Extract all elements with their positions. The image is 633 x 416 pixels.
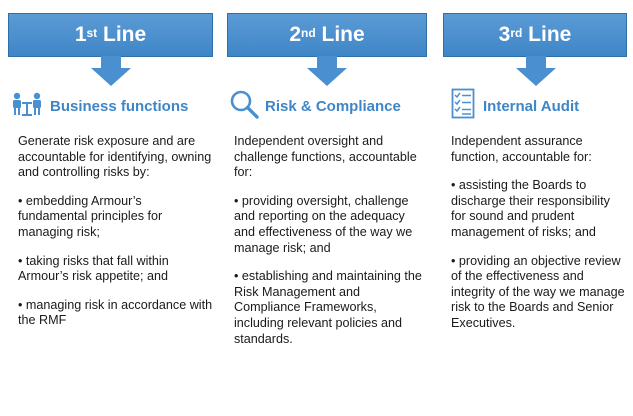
- second-line-bullet: • providing oversight, challenge and rep…: [234, 193, 413, 255]
- banner-word: Line: [97, 23, 147, 46]
- banner-ordinal-suffix: st: [86, 26, 98, 40]
- second-line-intro: Independent oversight and challenge func…: [234, 134, 417, 180]
- second-line-bullet: • establishing and maintaining the Risk …: [234, 269, 422, 346]
- down-arrow-icon: [91, 56, 131, 86]
- first-line-description: Generate risk exposure and are accountab…: [18, 134, 213, 342]
- second-line-description: Independent oversight and challenge func…: [234, 134, 427, 360]
- third-line-heading-label: Internal Audit: [483, 97, 580, 115]
- third-line-banner: 3rd Line: [443, 13, 627, 57]
- second-line-heading: Risk & Compliance: [229, 89, 401, 123]
- banner-ordinal-suffix: rd: [510, 26, 523, 40]
- column-first-line: 1st Line Business f: [8, 0, 213, 416]
- checklist-icon: [451, 88, 477, 125]
- first-line-bullet: • managing risk in accordance with the R…: [18, 297, 213, 328]
- column-third-line: 3rd Line Internal Audit Independent: [443, 0, 627, 416]
- first-line-heading: Business functions: [10, 89, 188, 123]
- first-line-bullet: • taking risks that fall within Armour’s…: [18, 253, 169, 284]
- magnifier-icon: [229, 89, 259, 124]
- second-line-banner: 2nd Line: [227, 13, 427, 57]
- first-line-intro: Generate risk exposure and are accountab…: [18, 134, 212, 180]
- down-arrow-icon: [516, 56, 556, 86]
- third-line-bullet: • assisting the Boards to discharge thei…: [451, 178, 610, 239]
- banner-ordinal: 1: [74, 23, 87, 46]
- people-at-desk-icon: [10, 91, 44, 122]
- column-second-line: 2nd Line Risk & Compliance Independent o…: [227, 0, 427, 416]
- first-line-heading-label: Business functions: [50, 97, 189, 115]
- third-line-description: Independent assurance function, accounta…: [451, 134, 627, 345]
- banner-ordinal: 3: [498, 23, 511, 46]
- banner-ordinal: 2: [289, 23, 301, 46]
- third-line-heading: Internal Audit: [451, 88, 580, 125]
- banner-word: Line: [522, 23, 572, 46]
- banner-word: Line: [315, 23, 365, 46]
- down-arrow-icon: [307, 56, 347, 86]
- first-line-bullet: • embedding Armour’s fundamental princip…: [18, 193, 163, 239]
- first-line-banner: 1st Line: [8, 13, 213, 57]
- third-line-bullet: • providing an objective review of the e…: [451, 253, 625, 330]
- third-line-intro: Independent assurance function, accounta…: [451, 134, 592, 164]
- banner-ordinal-suffix: nd: [301, 26, 316, 40]
- second-line-heading-label: Risk & Compliance: [265, 97, 401, 115]
